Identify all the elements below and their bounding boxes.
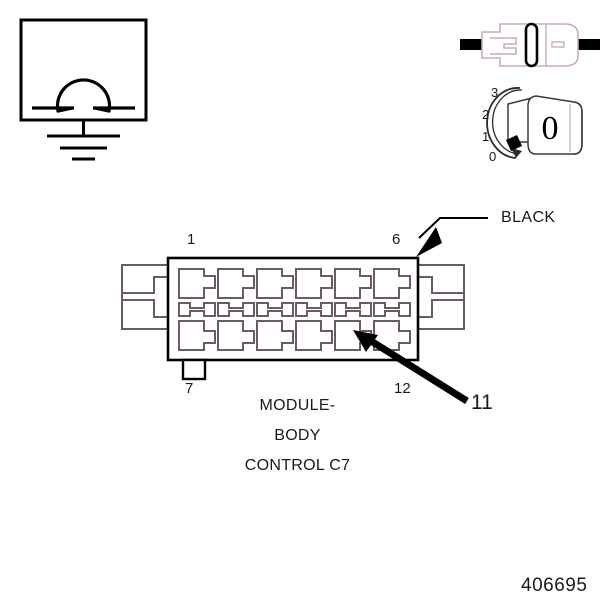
pin-label-6: 6 [392, 231, 401, 248]
switch-position-3: 3 [491, 85, 499, 100]
cavity-row-middle [178, 302, 411, 317]
figure-code: 406695 [521, 575, 588, 596]
callout-pin-11: 11 [471, 391, 493, 414]
ignition-switch-icon: 0 [470, 82, 595, 172]
connector-name-line-3: CONTROL C7 [244, 457, 351, 474]
pin-label-1: 1 [187, 231, 196, 248]
pin-label-12: 12 [394, 380, 411, 397]
connector-name-block: MODULE- BODY CONTROL C7 [175, 398, 420, 488]
svg-text:0: 0 [542, 110, 559, 147]
inline-connector-icon [460, 18, 600, 78]
connector-color-label: BLACK [501, 209, 556, 226]
cavity-row-bottom [178, 320, 411, 351]
connector-name-line-1: MODULE- [259, 397, 336, 414]
switch-position-0: 0 [489, 149, 497, 164]
switch-position-2: 2 [482, 107, 490, 122]
connector-drawing [110, 205, 610, 430]
pin-label-7: 7 [185, 380, 194, 397]
switch-position-1: 1 [482, 129, 490, 144]
connector-name-line-2: BODY [274, 427, 321, 444]
pin-11-arrow [353, 330, 469, 404]
black-leader-line [416, 217, 488, 257]
ohmmeter-symbol [18, 12, 158, 172]
cavity-row-top [178, 268, 411, 299]
